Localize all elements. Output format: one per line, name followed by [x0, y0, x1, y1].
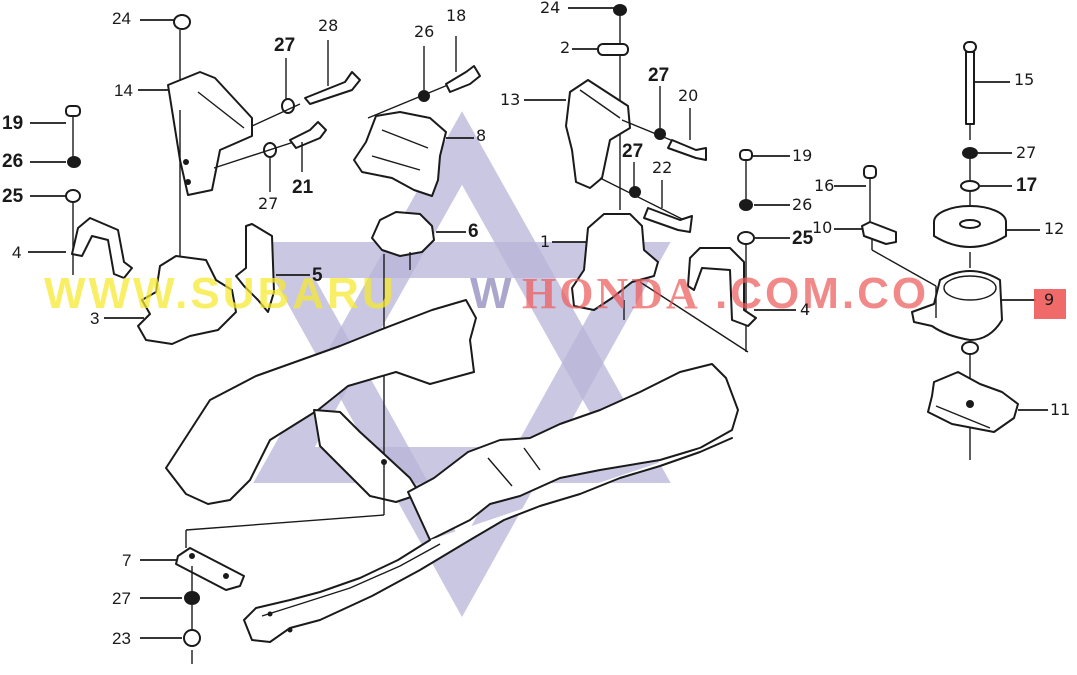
part-20-bolt-icon	[667, 108, 707, 161]
part-19-bolt-left-icon	[30, 105, 81, 160]
part-27-washer-d-icon	[599, 162, 689, 223]
part-26-washer-mid-icon	[367, 46, 461, 119]
part-15-stud-icon	[963, 41, 1010, 140]
label-27-f: 27	[112, 589, 131, 608]
part-19-bolt-right-icon	[739, 149, 790, 200]
label-27-c: 27	[648, 65, 670, 86]
label-10: 10	[812, 218, 833, 237]
part-27-washer-lower-icon	[213, 139, 301, 192]
part-5-plate-icon	[235, 223, 310, 313]
label-23: 23	[112, 629, 131, 648]
label-26-mid: 26	[414, 22, 435, 41]
label-4-left: 4	[12, 243, 22, 262]
label-18: 18	[446, 6, 467, 25]
label-26-left: 26	[2, 151, 24, 172]
part-28-bolt-icon	[304, 40, 361, 105]
label-27-lower: 27	[258, 194, 279, 213]
part-3-mount-icon	[104, 240, 237, 345]
label-27-d: 27	[622, 141, 644, 162]
part-7-plate-icon	[140, 547, 245, 594]
part-23-nut-icon	[140, 629, 201, 664]
part-8-mount-icon	[353, 111, 474, 197]
label-12: 12	[1044, 219, 1065, 238]
label-14: 14	[114, 81, 133, 100]
part-4-bracket-right-icon	[687, 247, 796, 327]
highlight-part-9	[1034, 289, 1066, 319]
label-24-left: 24	[112, 9, 131, 28]
label-16: 16	[814, 176, 835, 195]
label-25-right: 25	[792, 228, 814, 249]
part-26-nut-right-icon	[739, 199, 790, 211]
label-17: 17	[1016, 175, 1038, 196]
label-1: 1	[540, 232, 551, 251]
part-11-bracket-icon	[927, 371, 1048, 433]
part-25-washer-left-icon	[30, 189, 81, 275]
part-24-nut-left-icon	[140, 14, 191, 90]
part-13-bracket-icon	[524, 79, 631, 189]
label-8: 8	[476, 126, 487, 145]
label-6: 6	[468, 221, 479, 242]
part-16-bolt-icon	[834, 165, 877, 226]
part-21-bolt-icon	[289, 121, 327, 172]
part-25-washer-right-icon	[737, 231, 790, 352]
part-9-mount-icon	[911, 270, 1036, 460]
watermark-text-domain: .COM.CO	[715, 269, 930, 318]
label-4-right: 4	[800, 300, 811, 319]
label-19-right: 19	[792, 146, 813, 165]
label-13: 13	[500, 90, 521, 109]
label-28: 28	[318, 16, 339, 35]
label-25-left: 25	[2, 186, 24, 207]
label-21: 21	[292, 177, 314, 198]
part-26-nut-left-icon	[30, 156, 81, 168]
part-14-bracket-icon	[138, 71, 253, 240]
label-7: 7	[122, 551, 132, 570]
watermark-text-w: W	[470, 269, 515, 318]
label-5: 5	[312, 265, 323, 286]
label-2: 2	[560, 38, 571, 57]
part-27-washer-upper-icon	[251, 58, 301, 127]
label-11: 11	[1050, 400, 1071, 419]
watermark-text-honda: HONDA	[522, 269, 701, 318]
label-20: 20	[678, 86, 699, 105]
watermark-text-subaru: WWW.SUBARU	[44, 269, 397, 318]
label-26-right: 26	[792, 195, 813, 214]
label-27-upper: 27	[274, 35, 296, 56]
part-27-nut-bottom-icon	[140, 591, 200, 630]
label-9: 9	[1044, 290, 1055, 309]
label-15: 15	[1014, 70, 1035, 89]
part-18-bolt-icon	[445, 36, 481, 93]
label-22: 22	[652, 158, 673, 177]
part-22-bolt-icon	[643, 180, 693, 233]
label-19-left: 19	[2, 113, 24, 134]
part-2-spacer-icon	[572, 43, 629, 56]
label-3: 3	[90, 309, 100, 328]
crossmember-frame-icon	[165, 299, 739, 643]
label-27-e: 27	[1016, 143, 1037, 162]
part-12-cushion-icon	[933, 205, 1040, 268]
part-1-mount-icon	[552, 213, 749, 353]
part-4-bracket-left-icon	[28, 217, 133, 279]
part-27-nut-right-icon	[962, 147, 1012, 180]
part-10-plate-icon	[834, 221, 937, 318]
label-24-right: 24	[540, 0, 561, 17]
